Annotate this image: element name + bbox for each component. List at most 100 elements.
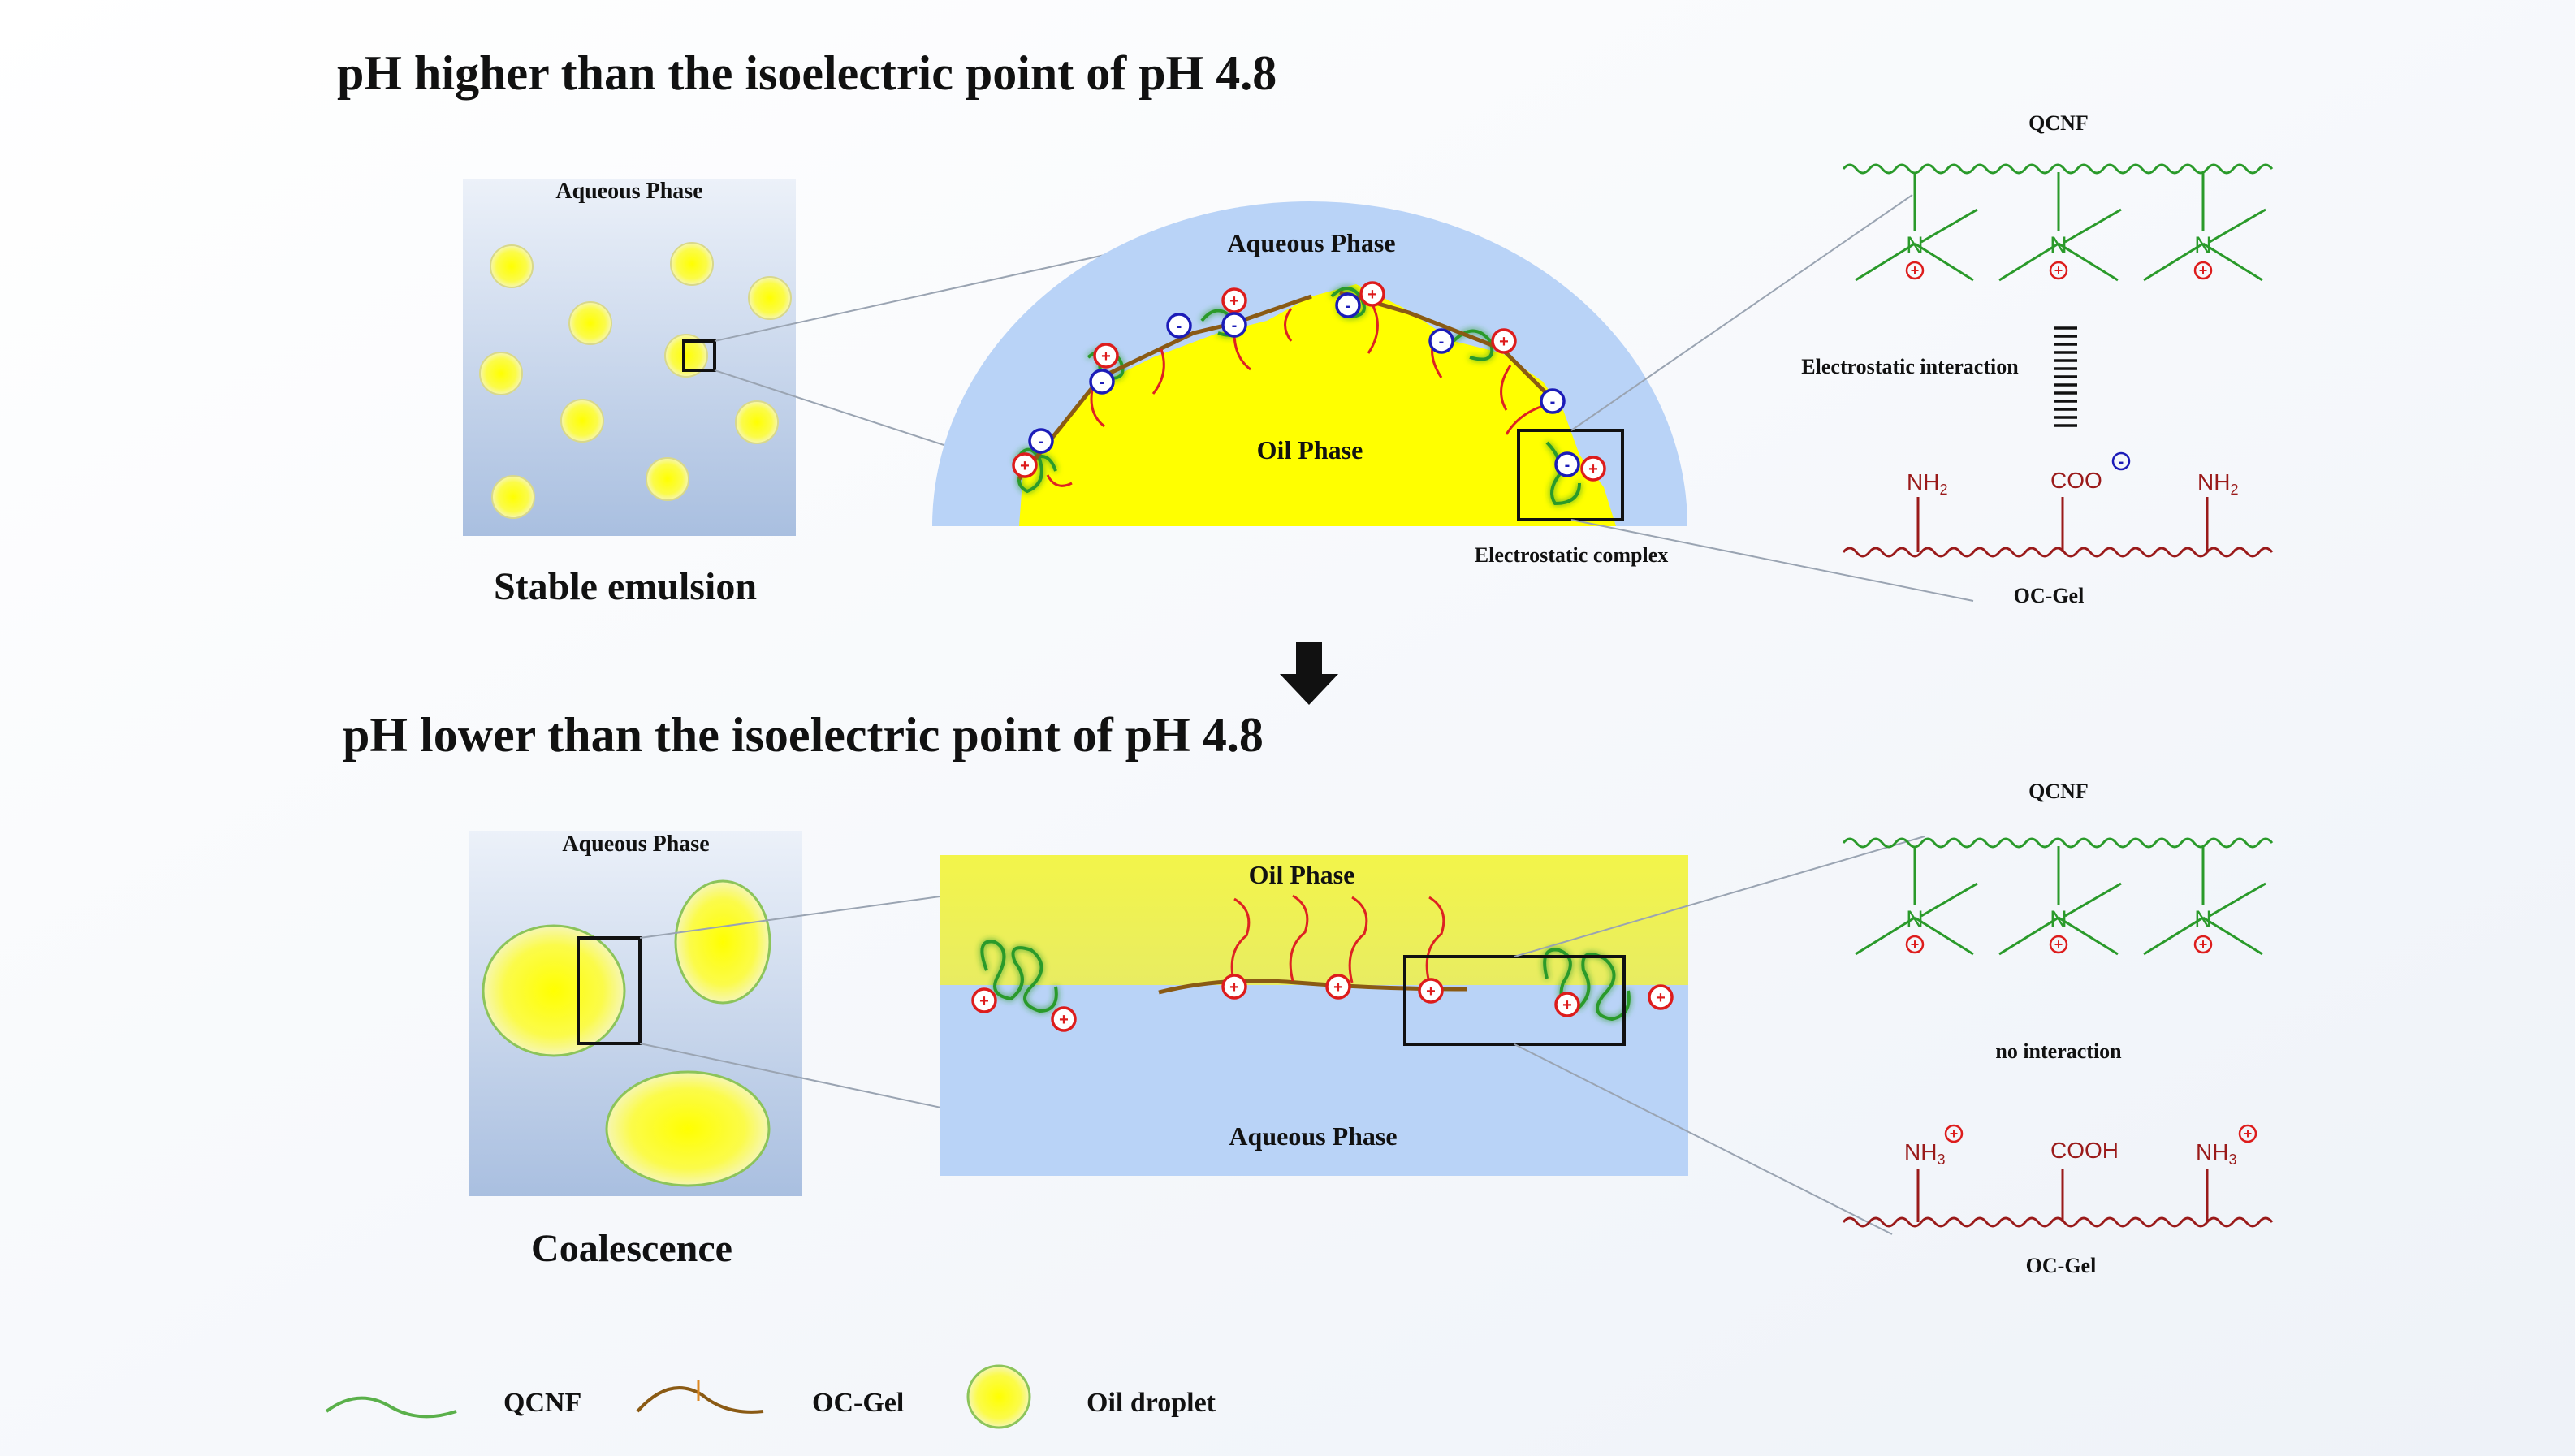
oil-region [1019,284,1616,526]
plus-sign: + [1588,460,1598,478]
plus-sign: + [1656,989,1666,1007]
plus-sign: + [1426,983,1436,1000]
plus-sign: + [1499,333,1509,351]
oil-region [940,855,1688,985]
box-aqueous-label: Aqueous Phase [562,832,709,857]
oil-droplets [479,242,792,519]
carboxyl-group: COOH [2050,1138,2119,1163]
ocgel-legend-icon [636,1386,764,1414]
zoom-line [1570,519,1974,602]
zoom-line [1514,1043,1893,1235]
minus-sign: - [1177,318,1182,335]
qcnf-structure-top: QCNF N N N + + + [1842,111,2274,282]
plus-sign: + [1562,996,1572,1014]
negative-charges [1028,292,1580,477]
oil-droplet [482,924,626,1057]
nitrogen-atom: N [1906,232,1924,259]
ammonium-group: NH3 [1904,1139,1945,1168]
nitrogen-atom: N [1906,906,1924,933]
complex-selection-box [1517,429,1624,521]
positive-charges [971,974,1674,1032]
oil-droplet [646,457,689,501]
nitrogen-atom: N [2194,906,2212,933]
minus-sign: - [1232,317,1238,335]
stable-emulsion-caption: Stable emulsion [494,565,757,608]
interaction-dashes [2054,326,2077,427]
coalescence-caption: Coalescence [531,1227,732,1270]
zoomed-interface-bottom: Oil Phase Aqueous Phase + + + + + + + [940,855,1688,1176]
coalescence-box: Aqueous Phase [469,831,802,1196]
oil-droplet [735,400,779,444]
down-arrow-icon [1280,642,1338,705]
ocgel-backbone [1842,547,2274,558]
plus-sign: + [1333,979,1343,996]
plus-sign: + [2199,936,2208,953]
qcnf-label: QCNF [2028,111,2089,135]
plus-sign: + [1229,292,1239,310]
oil-droplet-legend-icon [966,1364,1031,1429]
top-title: pH higher than the isoelectric point of … [337,46,1277,100]
negative-charge [2111,451,2131,471]
qcnf-label: QCNF [2028,780,2089,803]
oil-droplet [560,399,604,443]
plus-sign: + [2054,262,2063,279]
zoom-oil-label: Oil Phase [1249,860,1355,889]
stable-emulsion-box: Aqueous Phase [463,179,796,536]
zoom-line [1514,836,1925,957]
positive-charges [1012,281,1606,482]
minus-sign: - [1100,374,1105,391]
ocgel-structure-top: NH2 COO NH2 - OC-Gel [1842,451,2274,607]
legend: QCNF OC-Gel Oil droplet [325,1364,1216,1429]
plus-sign: + [2244,1125,2253,1142]
ocgel-backbone [1158,979,1468,995]
zoom-aqueous-label: Aqueous Phase [1229,1121,1397,1151]
oil-droplet [490,244,534,288]
electrostatic-interaction-label: Electrostatic interaction [1801,355,2019,378]
ocgel-tails [1230,894,1445,985]
zoom-selection-box [682,339,716,372]
plus-sign: + [2199,262,2208,279]
zoom-aqueous-label: Aqueous Phase [1227,228,1395,257]
minus-sign: - [1550,393,1556,411]
plus-sign: + [979,992,989,1010]
ocgel-backbone [1842,1216,2274,1228]
charge-signs: + + + + + + - - - - - - - - [1020,286,1598,478]
plus-sign: + [1059,1011,1069,1029]
plus-sign: + [1101,348,1111,365]
qcnf-structure-bottom: QCNF N N N + + + [1842,780,2274,956]
minus-sign: - [1565,456,1570,474]
nitrogen-atom: N [2050,232,2067,259]
plus-sign: + [1911,936,1920,953]
plus-sign: + [1911,262,1920,279]
legend-qcnf-label: QCNF [503,1388,581,1418]
oil-droplet [491,475,535,519]
ammonium-group: NH3 [2196,1139,2236,1168]
qcnf-legend-icon [325,1396,457,1419]
oil-droplet [568,301,612,345]
oil-droplet [479,352,523,395]
minus-sign: - [2119,453,2124,471]
plus-sign: + [1020,457,1030,475]
plus-sign: + [1950,1125,1959,1142]
ocgel-label: OC-Gel [2026,1254,2097,1277]
legend-ocgel-label: OC-Gel [812,1388,904,1418]
carboxylate-group: COO [2050,468,2102,493]
ocgel-label: OC-Gel [2014,584,2085,607]
zoom-line [1570,194,1913,431]
minus-sign: - [1439,333,1445,351]
minus-sign: - [1039,433,1044,451]
nitrogen-atom: N [2194,232,2212,259]
oil-droplet [605,1070,771,1187]
zoom-selection-box [577,936,642,1045]
zoomed-droplet-interface: Aqueous Phase Oil Phase [932,201,1687,567]
nitrogen-atom: N [2050,906,2067,933]
box-aqueous-label: Aqueous Phase [555,179,702,204]
legend-droplet-label: Oil droplet [1087,1388,1216,1418]
plus-sign: + [2054,936,2063,953]
no-interaction-label: no interaction [1995,1039,2122,1063]
oil-droplet [748,276,792,320]
oil-droplet [674,879,771,1005]
ocgel-structure-bottom: NH3 COOH NH3 + + OC-Gel [1842,1124,2274,1277]
minus-sign: - [1346,297,1351,315]
